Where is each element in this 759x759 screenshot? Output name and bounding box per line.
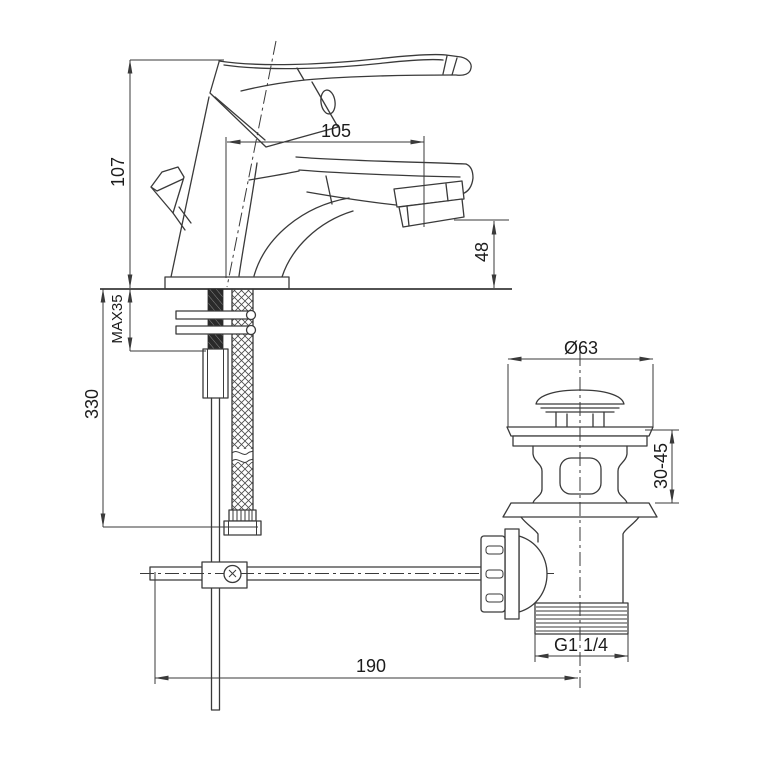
cartridge-body — [209, 61, 339, 148]
dim-107-label: 107 — [108, 157, 128, 187]
faucet-centerline — [226, 40, 277, 288]
dimension-max35 — [127, 288, 206, 352]
side-knob — [150, 166, 192, 231]
dimension-48 — [454, 219, 509, 289]
aerator — [393, 180, 465, 228]
dim-105-label: 105 — [321, 121, 351, 141]
dim-48-label: 48 — [472, 242, 492, 262]
mounting-nut — [202, 348, 229, 399]
dim-30-45-label: 30-45 — [651, 443, 671, 489]
linkage-rod — [140, 561, 556, 589]
dimension-thread — [534, 634, 629, 662]
mounting-washers — [175, 309, 257, 336]
dimension-annotations: 107 MAX35 330 105 48 Ø63 30-45 G1 1/4 19… — [82, 59, 679, 684]
faucet-column — [170, 96, 354, 278]
spout — [295, 156, 474, 206]
pop-up-rod — [210, 397, 221, 711]
dim-190-label: 190 — [356, 656, 386, 676]
mounting-hardware — [175, 288, 262, 536]
handle-button — [320, 89, 336, 115]
base-plate — [164, 276, 290, 290]
dimension-190 — [154, 572, 579, 684]
drain-assembly — [480, 352, 658, 688]
lever-handle — [218, 53, 472, 92]
hose-nut — [223, 520, 262, 536]
dimension-107 — [127, 59, 224, 289]
waste-thread-section — [534, 602, 629, 635]
dimension-105 — [225, 136, 425, 278]
rod-connector — [480, 528, 548, 620]
dim-max35-label: MAX35 — [109, 294, 126, 343]
dim-dia63-label: Ø63 — [564, 338, 598, 358]
dim-330-label: 330 — [82, 389, 102, 419]
dimension-330 — [100, 288, 258, 528]
faucet-outline — [150, 40, 474, 290]
dim-thread-label: G1 1/4 — [554, 635, 608, 655]
dimension-30-45 — [645, 429, 679, 504]
dimension-dia63 — [507, 356, 654, 427]
